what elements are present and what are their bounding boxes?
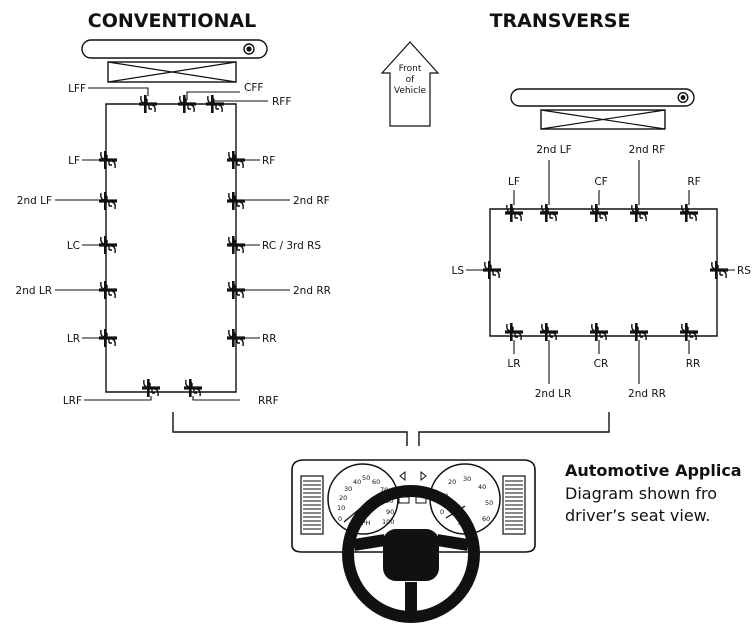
header-conventional: CONVENTIONAL (88, 10, 256, 32)
gauge-tick: 60 (482, 515, 490, 523)
conn-t-2nd-rf-icon (629, 203, 649, 223)
view-bracket (172, 412, 610, 446)
transverse-diagram: LF 2nd LF CF 2nd RF RF LS RS LR 2nd LR C… (451, 88, 751, 400)
conn-lf-icon (98, 150, 118, 170)
label-2nd-lf: 2nd LF (17, 195, 52, 207)
label-lrf: LRF (63, 395, 82, 407)
gauge-tick: 100 (382, 518, 394, 526)
label-2nd-rr: 2nd RR (293, 285, 331, 297)
note-line-2: driver’s seat view. (565, 506, 710, 525)
gauge-tick: 30 (463, 475, 471, 483)
conn-t-cr-icon (589, 322, 609, 342)
label-lf: LF (68, 155, 80, 167)
gauge-tick: 10 (337, 504, 345, 512)
conn-t-rr-icon (679, 322, 699, 342)
conn-rrf-icon (183, 378, 203, 398)
header-transverse: TRANSVERSE (490, 10, 631, 32)
conn-t-lr-icon (504, 322, 524, 342)
label-lr: LR (67, 333, 80, 345)
label-rr: RR (262, 333, 277, 345)
label-t-lr: LR (507, 358, 520, 370)
gauge-tick: 50 (362, 474, 370, 482)
conn-rff-icon (205, 94, 225, 114)
conn-lc-icon (98, 235, 118, 255)
gauge-tick: 20 (339, 494, 347, 502)
conn-t-rf-icon (679, 203, 699, 223)
label-2nd-lr: 2nd LR (16, 285, 52, 297)
conn-2nd-lf-icon (98, 191, 118, 211)
conn-lrf-icon (141, 378, 161, 398)
conn-t-2nd-lr-icon (539, 322, 559, 342)
label-rs: RS (737, 265, 751, 277)
conn-rs-icon (709, 260, 729, 280)
label-t-2nd-rr: 2nd RR (628, 388, 666, 400)
dashboard-icon: 40 50 60 30 70 20 80 10 90 0 100 MPH 20 … (291, 459, 536, 623)
conventional-diagram: LFF CFF RFF LF 2nd LF LC 2nd LR LR RF 2n… (16, 39, 331, 407)
label-2nd-rf: 2nd RF (293, 195, 330, 207)
label-t-2nd-rf: 2nd RF (629, 144, 666, 156)
label-t-2nd-lr: 2nd LR (535, 388, 571, 400)
gauge-tick: 30 (344, 485, 352, 493)
steering-wheel-icon (342, 485, 480, 623)
gauge-unit: MPH (356, 519, 371, 527)
conn-ls-icon (482, 260, 502, 280)
label-rf: RF (262, 155, 275, 167)
gauge-tick: 50 (485, 499, 493, 507)
arrow-text-of: of (406, 75, 416, 85)
label-t-cr: CR (594, 358, 609, 370)
label-t-rf: RF (687, 176, 700, 188)
label-rc-3rd-rs: RC / 3rd RS (262, 240, 321, 252)
label-lff: LFF (68, 83, 86, 95)
front-of-vehicle-arrow: Front of Vehicle (380, 41, 440, 127)
arrow-text-vehicle: Vehicle (394, 86, 427, 96)
label-rrf: RRF (258, 395, 279, 407)
turn-right-indicator-icon (420, 470, 427, 482)
label-t-lf: LF (508, 176, 520, 188)
gauge-tick: 60 (372, 478, 380, 486)
arrow-text-front: Front (399, 64, 422, 74)
gauge-tick: 90 (386, 508, 394, 516)
label-t-2nd-lf: 2nd LF (536, 144, 571, 156)
gauge-tick: 40 (478, 483, 486, 491)
note-line-1: Diagram shown fro (565, 484, 717, 503)
turn-left-indicator-icon (399, 470, 406, 482)
gauge-tick: 70 (380, 486, 388, 494)
conn-t-2nd-lf-icon (539, 203, 559, 223)
gauge-tick: 20 (448, 478, 456, 486)
label-rff: RFF (272, 96, 291, 108)
conn-2nd-lr-icon (98, 280, 118, 300)
transverse-cabin-outline (489, 208, 718, 337)
conn-lff-icon (138, 94, 158, 114)
speedometer-icon (327, 463, 399, 535)
conn-lr-icon (98, 328, 118, 348)
gauge-tick: 0 (338, 515, 342, 523)
label-cff: CFF (244, 82, 263, 94)
label-t-rr: RR (686, 358, 701, 370)
conventional-cabin-outline (105, 103, 237, 393)
label-lc: LC (67, 240, 80, 252)
conn-t-cf-icon (589, 203, 609, 223)
gauge-tick: 0 (440, 508, 444, 516)
conn-t-2nd-rr-icon (629, 322, 649, 342)
gauge-tick: 40 (353, 478, 361, 486)
label-t-cf: CF (594, 176, 607, 188)
conventional-windshield-icon (81, 39, 268, 83)
note-title: Automotive Applica (565, 461, 742, 480)
transverse-windshield-icon (510, 88, 695, 130)
conn-t-lf-icon (504, 203, 524, 223)
label-ls: LS (451, 265, 464, 277)
